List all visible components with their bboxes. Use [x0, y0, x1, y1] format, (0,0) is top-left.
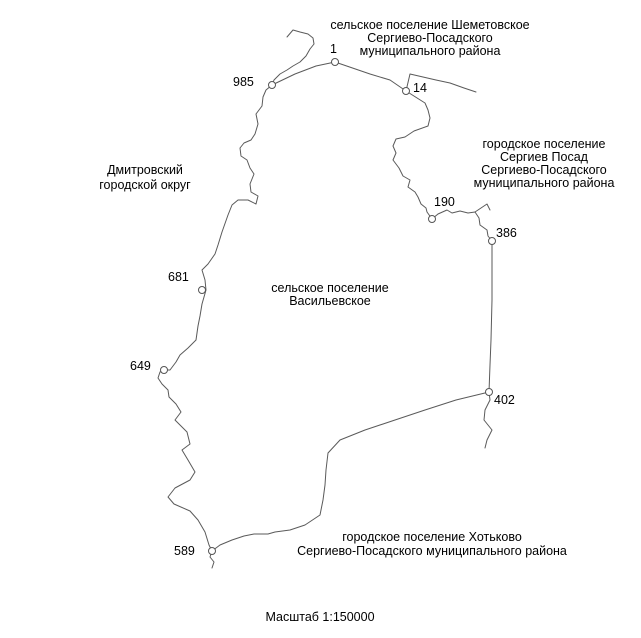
point-label-14: 14 — [413, 81, 427, 95]
survey-point-marker — [402, 87, 410, 95]
point-label-1: 1 — [330, 42, 337, 56]
region-label-line: Сергиев Посад — [500, 150, 589, 164]
boundary-outline — [157, 61, 493, 552]
region-label-line: муниципального района — [360, 44, 501, 58]
region-label-line: Сергиево-Посадского — [367, 31, 493, 45]
region-label-dmitrovsky: Дмитровский городской округ — [99, 163, 191, 192]
survey-point-marker — [208, 547, 216, 555]
region-label-line: городское поселение — [483, 137, 606, 151]
survey-point-marker — [488, 237, 496, 245]
boundary-branch-east — [474, 203, 491, 213]
region-label-line: муниципального района — [474, 176, 615, 190]
survey-point-marker — [160, 366, 168, 374]
region-label-khotkovo: городское поселение Хотьково Сергиево-По… — [297, 530, 567, 558]
point-label-589: 589 — [174, 544, 195, 558]
region-label-line: сельское поселение Шеметовское — [330, 18, 529, 32]
region-label-line: сельское поселение — [271, 281, 388, 295]
survey-point-marker — [428, 215, 436, 223]
survey-point-marker — [268, 81, 276, 89]
survey-point-marker — [485, 388, 493, 396]
region-label-line: Дмитровский — [107, 163, 183, 177]
map-scale: Масштаб 1:150000 — [265, 610, 374, 624]
region-label-line: Васильевское — [289, 294, 371, 308]
survey-point-marker — [198, 286, 206, 294]
point-label-985: 985 — [233, 75, 254, 89]
region-label-line: городской округ — [99, 178, 191, 192]
region-label-line: городское поселение Хотьково — [342, 530, 522, 544]
boundary-branch-northeast — [405, 73, 477, 93]
point-label-649: 649 — [130, 359, 151, 373]
boundary-branch-southeast — [483, 391, 493, 449]
survey-point-marker — [331, 58, 339, 66]
region-label-line: Сергиево-Посадского — [481, 163, 607, 177]
region-label-shemetovskoe: сельское поселение Шеметовское Сергиево-… — [330, 18, 529, 58]
region-label-line: Сергиево-Посадского муниципального район… — [297, 544, 567, 558]
point-label-190: 190 — [434, 195, 455, 209]
region-label-sergiev-posad: городское поселение Сергиев Посад Сергие… — [474, 137, 615, 190]
boundary-branch-north — [271, 29, 315, 86]
region-label-vasilievskoe: сельское поселение Васильевское — [271, 281, 388, 308]
point-label-402: 402 — [494, 393, 515, 407]
point-label-386: 386 — [496, 226, 517, 240]
point-label-681: 681 — [168, 270, 189, 284]
